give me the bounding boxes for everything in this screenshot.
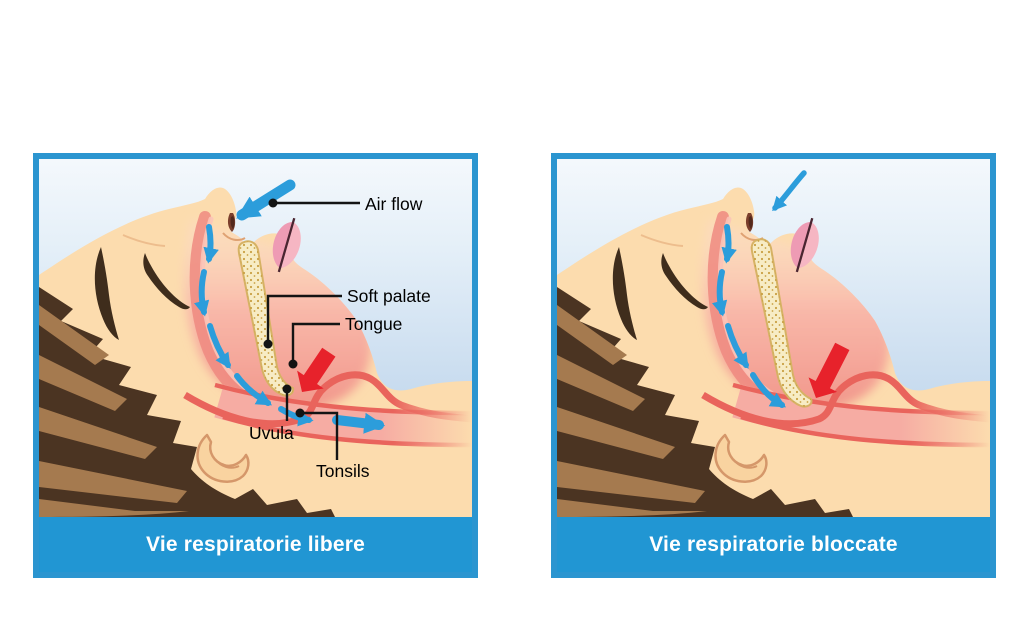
tonsils-label: Tonsils: [316, 461, 370, 481]
caption-blocked-airways: Vie respiratorie bloccate: [649, 532, 898, 556]
soft-palate-label: Soft palate: [347, 286, 431, 306]
panel-blocked-airways: Vie respiratorie bloccate: [551, 153, 996, 578]
obstruction-arrow-icon: [297, 347, 336, 392]
airflow-entry-arrow-icon: [772, 170, 807, 212]
airflow-dashed-arrows-icon: [193, 224, 314, 427]
airflow-exit-arrow-icon: [332, 412, 386, 434]
caption-bar-blocked-airways: Vie respiratorie bloccate: [557, 517, 990, 572]
panel-free-airways: Air flow Soft palate Tongue Uvula Tonsil…: [33, 153, 478, 578]
caption-free-airways: Vie respiratorie libere: [146, 532, 365, 556]
soft-palate-shape: [237, 240, 295, 397]
soft-palate-blocking-shape: [750, 238, 813, 408]
uvula-label: Uvula: [249, 423, 294, 443]
obstruction-arrow-icon: [808, 342, 850, 398]
label-pointer-lines: [263, 198, 360, 460]
airflow-dashed-arrows-icon: [711, 224, 787, 408]
caption-bar-free-airways: Vie respiratorie libere: [39, 517, 472, 572]
tongue-label: Tongue: [345, 314, 403, 334]
airway-illustration-blocked: [557, 170, 990, 517]
air-flow-label: Air flow: [365, 194, 423, 214]
airway-illustration-free: [39, 159, 472, 517]
airflow-entry-arrow-icon: [236, 179, 296, 221]
